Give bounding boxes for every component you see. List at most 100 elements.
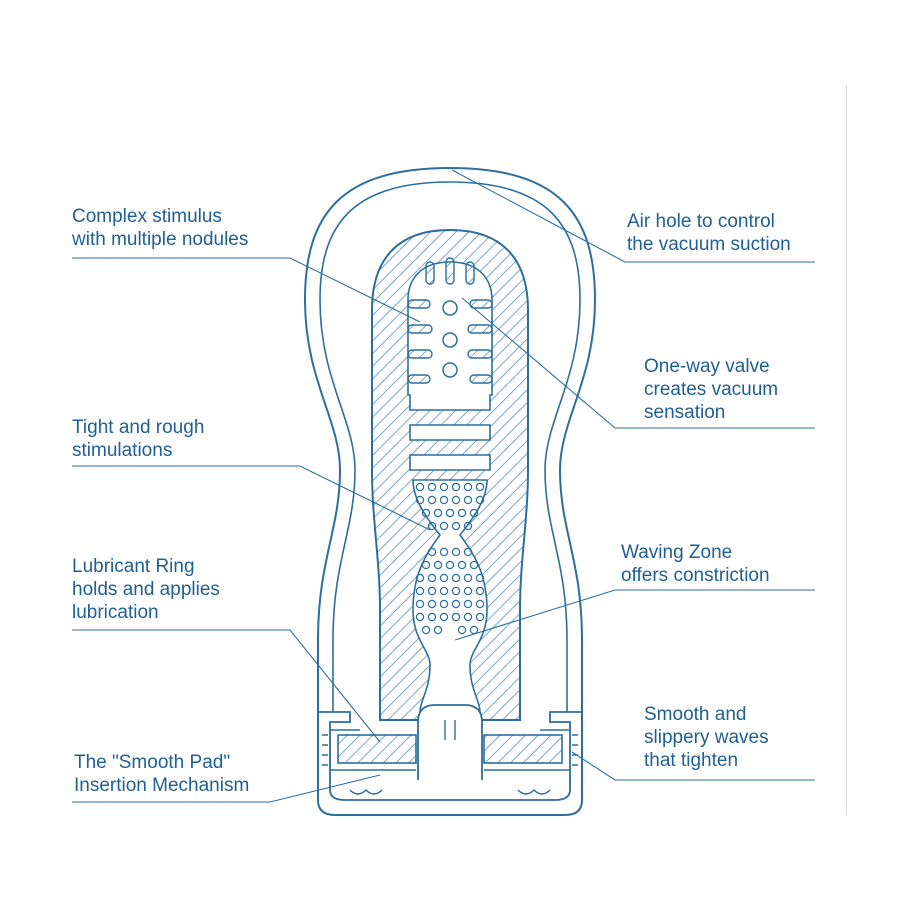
leader-one-way-valve <box>461 297 815 429</box>
leader-smooth-waves <box>571 751 815 781</box>
nodule-dot <box>451 573 461 583</box>
nodule-dot <box>475 586 485 596</box>
label-line: One-way valve <box>644 356 770 377</box>
nodule-dot <box>451 586 461 596</box>
nodule-dot <box>433 508 443 518</box>
lubricant-ring <box>330 729 570 771</box>
nodule-dot <box>439 599 449 609</box>
label-complex-stimulus: Complex stimulus with multiple nodules <box>72 205 248 251</box>
label-smooth-waves: Smooth and slippery waves that tighten <box>644 703 769 772</box>
nodule-dot <box>463 586 473 596</box>
nodule-dot <box>451 495 461 505</box>
nodule-dot <box>439 495 449 505</box>
smooth-pad-left <box>337 734 417 764</box>
outer-case <box>303 166 597 816</box>
nodule-grid <box>415 482 485 635</box>
nodule-dot <box>439 521 449 531</box>
nodule-dot <box>469 508 479 518</box>
label-line: Tight and rough <box>72 417 205 438</box>
leader-complex-stimulus <box>72 257 421 323</box>
inner-case-wall <box>319 181 451 712</box>
label-line: lubrication <box>72 602 159 623</box>
label-line: Lubricant Ring <box>72 556 195 577</box>
inner-case-wall-right <box>449 181 581 712</box>
nodule-dot <box>445 508 455 518</box>
nodule-dot <box>475 612 485 622</box>
nodule-dot <box>457 560 467 570</box>
leader-smooth-pad <box>72 774 381 803</box>
nodule-dot <box>421 625 431 635</box>
nodule-dot <box>427 586 437 596</box>
label-line: offers constriction <box>621 565 770 586</box>
label-line: with multiple nodules <box>72 229 249 250</box>
leader-tight-rough <box>72 465 431 531</box>
post-slot <box>444 720 456 740</box>
nodule-dot <box>427 612 437 622</box>
base-housing <box>318 711 582 801</box>
nodule-dot <box>451 482 461 492</box>
nodule-dot <box>475 482 485 492</box>
top-notches <box>425 257 475 285</box>
nodule-dot <box>463 495 473 505</box>
nodule-dot <box>475 599 485 609</box>
nodule-dot <box>445 560 455 570</box>
label-one-way-valve: One-way valve creates vacuum sensation <box>644 355 778 424</box>
label-waving-zone: Waving Zone offers constriction <box>621 541 770 587</box>
nodule-dot <box>433 560 443 570</box>
central-nodules <box>442 300 458 378</box>
nodule-dot <box>427 482 437 492</box>
nodule-dot <box>463 573 473 583</box>
nodule-dot <box>451 521 461 531</box>
nodule-dot <box>451 612 461 622</box>
label-line: Air hole to control <box>627 211 775 232</box>
nodule-dot <box>427 521 437 531</box>
nodule-dot <box>463 599 473 609</box>
nodule-dot <box>427 495 437 505</box>
leader-waving-zone <box>454 589 815 641</box>
nodule-dot <box>415 599 425 609</box>
label-line: the vacuum suction <box>627 234 791 255</box>
leader-lines <box>72 169 815 803</box>
label-line: creates vacuum <box>644 379 779 400</box>
nodule-dot <box>457 508 467 518</box>
nodule-dot <box>475 495 485 505</box>
label-line: slippery waves <box>644 727 769 748</box>
nodule-dot <box>415 573 425 583</box>
nodule-dot <box>415 482 425 492</box>
label-line: holds and applies <box>72 579 220 600</box>
ribs-right <box>572 734 578 766</box>
label-line: that tighten <box>644 750 739 771</box>
label-lubricant-ring: Lubricant Ring holds and applies lubrica… <box>72 555 220 624</box>
nodule-dot <box>439 573 449 583</box>
base-feet <box>349 789 551 795</box>
center-post <box>417 704 483 780</box>
side-fins <box>407 299 493 384</box>
nodule-dot <box>463 521 473 531</box>
nodule-dot <box>463 612 473 622</box>
nodule-dot <box>439 586 449 596</box>
nodule-dot <box>439 547 449 557</box>
label-line: sensation <box>644 402 726 423</box>
nodule-dot <box>451 547 461 557</box>
nodule-dot <box>439 612 449 622</box>
nodule-dot <box>439 482 449 492</box>
leader-lubricant-ring <box>72 629 381 743</box>
label-air-hole: Air hole to control the vacuum suction <box>627 210 791 256</box>
nodule-dot <box>475 573 485 583</box>
nodule-dot <box>451 599 461 609</box>
label-line: Smooth and <box>644 704 747 725</box>
label-line: The "Smooth Pad" <box>74 752 231 773</box>
label-line: stimulations <box>72 440 173 461</box>
nodule-dot <box>433 625 443 635</box>
nodule-dot <box>463 547 473 557</box>
nodule-dot <box>421 560 431 570</box>
nodule-dot <box>421 508 431 518</box>
smooth-pad-right <box>483 734 563 764</box>
nodule-dot <box>427 547 437 557</box>
label-smooth-pad: The "Smooth Pad" Insertion Mechanism <box>74 751 249 797</box>
nodule-dot <box>463 482 473 492</box>
nodule-dot <box>427 599 437 609</box>
ribs-left <box>322 734 328 766</box>
page-edge-line <box>846 85 847 815</box>
